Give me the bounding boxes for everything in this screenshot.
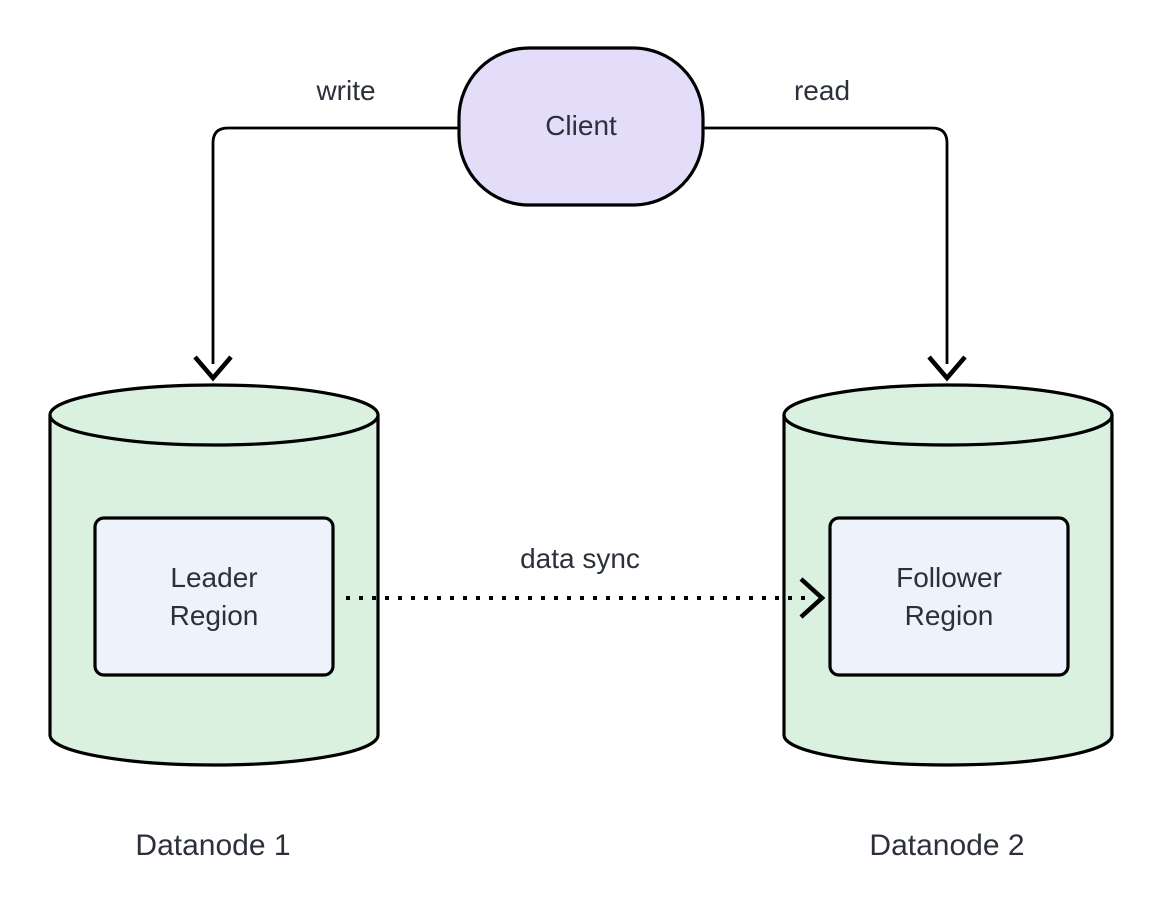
data-sync-arrowhead-icon <box>799 577 826 619</box>
datanode2-caption: Datanode 2 <box>869 829 1025 862</box>
follower-region-label: Follower Region <box>896 562 1002 631</box>
datanode2-cylinder-top <box>782 383 1114 447</box>
client-node-shape <box>457 46 705 207</box>
leader-region-label: Leader Region <box>169 562 259 631</box>
read-arrowhead-icon <box>927 355 967 382</box>
follower-region-box <box>828 516 1070 677</box>
datanode1-caption: Datanode 1 <box>135 829 291 862</box>
read-edge-label: read <box>793 75 851 106</box>
write-arrowhead-icon <box>193 355 233 382</box>
leader-region-box <box>93 516 335 677</box>
write-edge-label: write <box>316 75 376 106</box>
data-sync-edge-label: data sync <box>520 543 640 574</box>
datanode1-cylinder-top <box>48 383 380 447</box>
read-edge <box>703 126 949 364</box>
write-edge <box>211 126 459 364</box>
client-node-label: Client <box>545 110 617 141</box>
